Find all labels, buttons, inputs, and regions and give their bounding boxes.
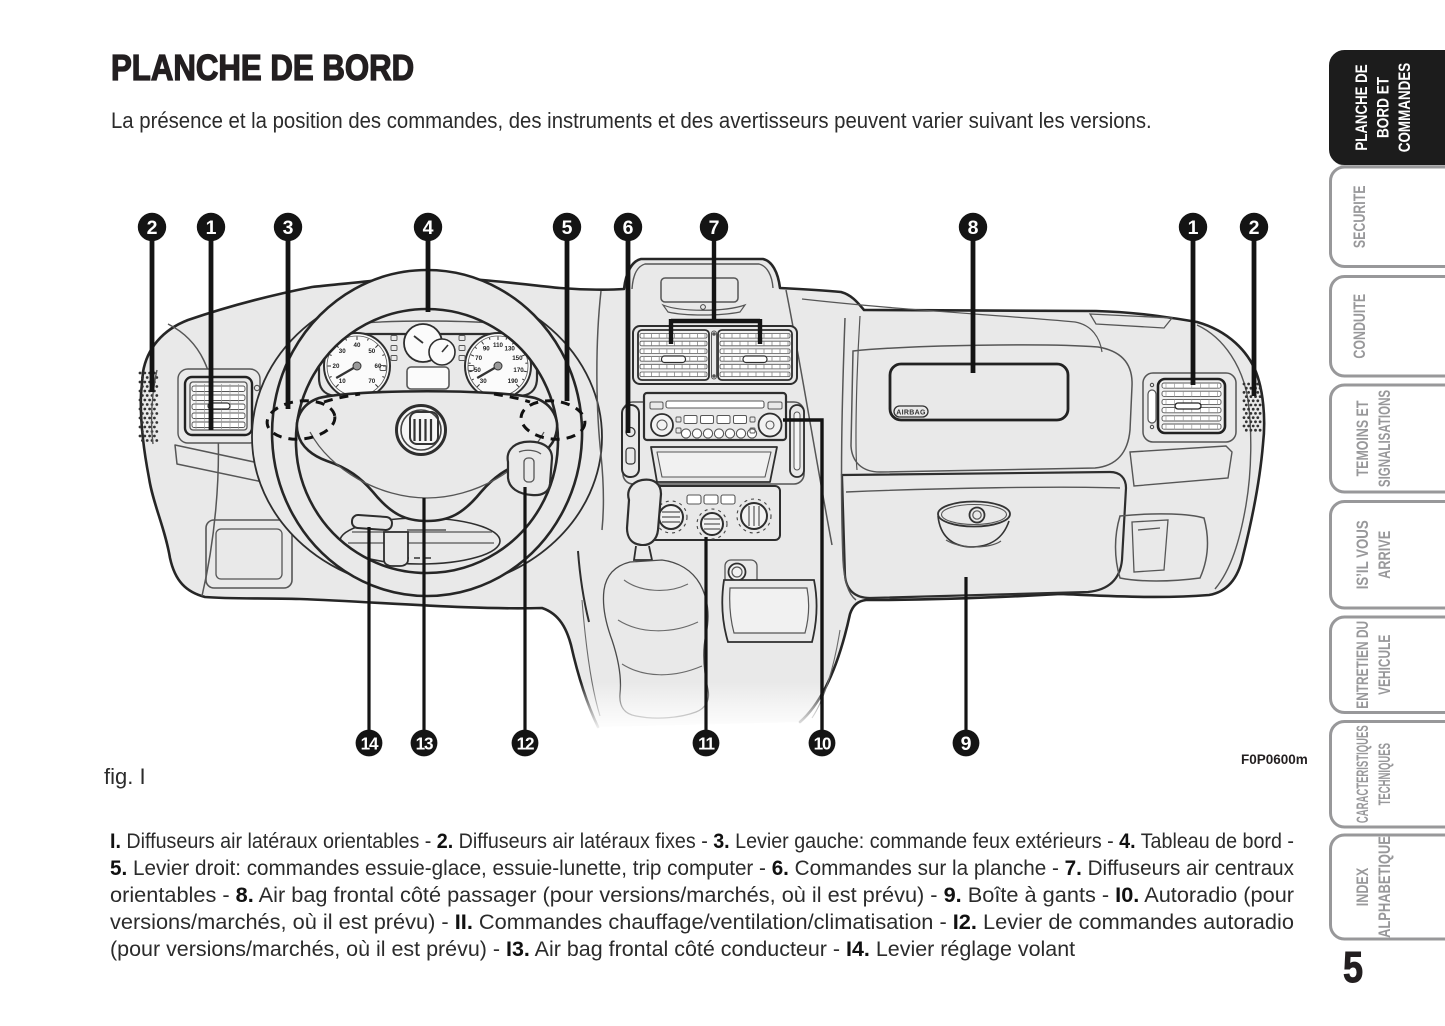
svg-text:1: 1 <box>206 217 217 239</box>
svg-text:170: 170 <box>513 367 524 374</box>
svg-text:8: 8 <box>968 217 979 239</box>
svg-text:90: 90 <box>483 346 490 353</box>
svg-text:AIRBAG: AIRBAG <box>896 410 926 417</box>
svg-text:50: 50 <box>368 348 375 355</box>
svg-text:130: 130 <box>505 346 516 353</box>
svg-text:ENTRETIEN DU: ENTRETIEN DU <box>1354 621 1373 709</box>
svg-text:CONDUITE: CONDUITE <box>1351 294 1369 359</box>
svg-text:30: 30 <box>339 348 346 355</box>
svg-text:SECURITE: SECURITE <box>1351 185 1369 248</box>
svg-text:70: 70 <box>368 378 375 385</box>
svg-text:PLANCHE DE: PLANCHE DE <box>1353 64 1372 150</box>
svg-text:60: 60 <box>375 363 382 370</box>
svg-text:2: 2 <box>147 217 158 239</box>
svg-text:5: 5 <box>562 217 573 239</box>
svg-text:VEHICULE: VEHICULE <box>1376 635 1395 695</box>
svg-text:3: 3 <box>283 217 294 239</box>
svg-text:150: 150 <box>512 355 523 362</box>
svg-text:TECHNIQUES: TECHNIQUES <box>1375 743 1394 805</box>
svg-text:10: 10 <box>339 378 346 385</box>
svg-text:INDEX: INDEX <box>1353 868 1372 906</box>
svg-text:11: 11 <box>698 733 715 754</box>
svg-text:2: 2 <box>1249 217 1260 239</box>
svg-text:20: 20 <box>333 363 340 370</box>
svg-text:12: 12 <box>517 733 535 754</box>
svg-text:SIGNALISATIONS: SIGNALISATIONS <box>1376 390 1395 488</box>
svg-text:40: 40 <box>354 342 361 349</box>
svg-text:ALPHABETIQUE: ALPHABETIQUE <box>1375 836 1394 938</box>
svg-text:BORD ET: BORD ET <box>1374 76 1393 138</box>
svg-text:IS’IL VOUS: IS’IL VOUS <box>1354 520 1373 589</box>
svg-text:70: 70 <box>475 355 482 362</box>
svg-text:4: 4 <box>423 217 434 239</box>
svg-text:10: 10 <box>814 733 832 754</box>
svg-text:7: 7 <box>709 217 720 239</box>
svg-text:COMMANDES: COMMANDES <box>1396 63 1415 152</box>
svg-text:13: 13 <box>416 733 434 754</box>
svg-text:ARRIVE: ARRIVE <box>1375 531 1394 579</box>
svg-text:110: 110 <box>493 342 504 349</box>
svg-text:14: 14 <box>361 733 379 754</box>
svg-text:CARACTERISTIQUES: CARACTERISTIQUES <box>1353 725 1372 823</box>
svg-text:1: 1 <box>1188 217 1199 239</box>
svg-text:9: 9 <box>961 733 972 755</box>
svg-text:190: 190 <box>508 378 519 385</box>
svg-text:TEMOINS ET: TEMOINS ET <box>1354 401 1372 477</box>
svg-text:30: 30 <box>480 378 487 385</box>
svg-text:6: 6 <box>623 217 634 239</box>
svg-text:50: 50 <box>474 367 481 374</box>
